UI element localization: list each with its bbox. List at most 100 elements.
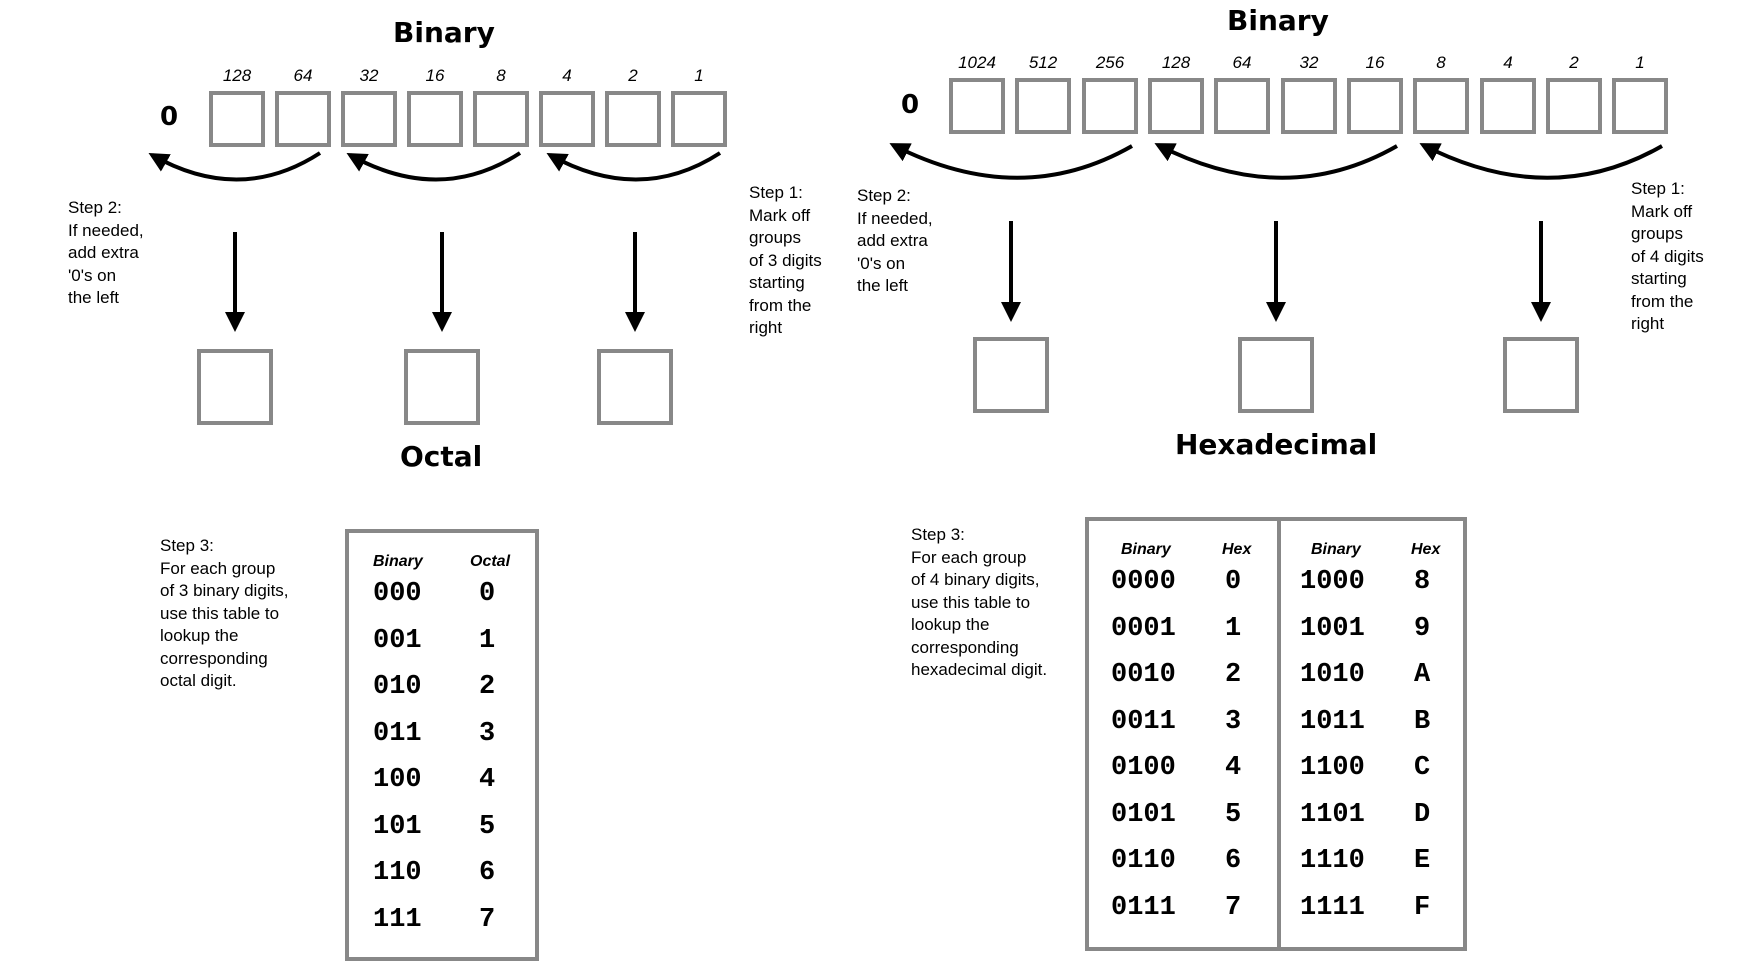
octal-table-binary-cell: 011 (373, 718, 422, 749)
octal-weight-label: 128 (222, 66, 252, 85)
hex-bit-box (1214, 78, 1270, 134)
octal-weight-label: 64 (293, 66, 313, 85)
hex-output-box (1238, 337, 1314, 413)
octal-step1-text: Step 1: Mark off groups of 3 digits star… (749, 183, 822, 337)
hex-weight-label: 16 (1365, 53, 1385, 72)
hex-table-hex-cell: C (1414, 753, 1431, 783)
hex-table-hex-cell: 8 (1414, 567, 1431, 597)
hex-weight-label: 8 (1436, 53, 1446, 72)
hex-table-divider (1277, 521, 1281, 947)
octal-bit-box (275, 91, 331, 147)
octal-weight-label: 4 (562, 66, 572, 85)
hex-table-binary-cell: 1010 (1300, 660, 1365, 690)
hex-table-hex-cell: F (1414, 892, 1431, 923)
hex-table-binary-cell: 0100 (1111, 753, 1176, 783)
hex-table-binary-cell: 1100 (1300, 753, 1365, 783)
hex-weight-label: 64 (1232, 53, 1252, 72)
hex-weight-label: 128 (1161, 53, 1191, 72)
hex-table-binary-cell: 1101 (1300, 799, 1365, 830)
hex-table-binary-cell: 1111 (1300, 892, 1365, 923)
octal-weight-label: 32 (359, 66, 379, 85)
octal-table-octal-cell: 4 (479, 765, 496, 795)
hex-weight-label: 1 (1635, 53, 1645, 72)
hex-table-hex-cell: 5 (1225, 799, 1242, 830)
hex-table-hex-cell: 3 (1225, 706, 1242, 737)
octal-table-octal-cell: 1 (479, 625, 496, 656)
octal-group-arrow (546, 151, 722, 182)
hex-table-hex-cell: 2 (1225, 660, 1242, 690)
hex-table-hex-cell: 0 (1225, 567, 1242, 597)
octal-bit-box (341, 91, 397, 147)
hex-binary-title: Binary (1227, 4, 1329, 37)
octal-leading-zero: 0 (160, 102, 179, 132)
octal-table-binary-cell: 010 (373, 672, 422, 702)
hex-bit-box (949, 78, 1005, 134)
octal-bit-box (209, 91, 265, 147)
hex-table-hex-cell: B (1414, 706, 1431, 737)
hex-bit-box (1281, 78, 1337, 134)
hex-bit-box (1612, 78, 1668, 134)
hex-bit-box (1347, 78, 1403, 134)
octal-bit-box (473, 91, 529, 147)
hex-table-binary-cell: 1110 (1300, 846, 1365, 876)
hex-step1-text: Step 1: Mark off groups of 4 digits star… (1631, 179, 1704, 333)
hex-table-hex-cell: 6 (1225, 846, 1242, 876)
hex-table-hex-cell: 7 (1225, 892, 1242, 923)
hex-table-binary-cell: 1001 (1300, 613, 1365, 644)
hex-bit-box (1015, 78, 1071, 134)
hex-weight-label: 512 (1028, 53, 1058, 72)
octal-table-header-binary: Binary (373, 553, 423, 570)
octal-bit-box (539, 91, 595, 147)
hex-table-binary-cell: 0111 (1111, 892, 1176, 923)
hex-table-header-hex: Hex (1222, 541, 1252, 558)
hex-bit-box (1082, 78, 1138, 134)
octal-table-octal-cell: 3 (479, 718, 496, 749)
hex-table-binary-cell: 0110 (1111, 846, 1176, 876)
octal-output-box (597, 349, 673, 425)
hex-table-binary-cell: 1011 (1300, 706, 1365, 737)
hex-group-arrow (1419, 143, 1663, 180)
octal-table-octal-cell: 2 (479, 672, 496, 702)
octal-weight-label: 16 (425, 66, 445, 85)
hex-bit-box (1148, 78, 1204, 134)
octal-weight-label: 2 (628, 66, 638, 85)
hex-weight-label: 2 (1569, 53, 1579, 72)
octal-output-box (404, 349, 480, 425)
hex-table-hex-cell: D (1414, 799, 1431, 830)
hex-table-hex-cell: E (1414, 846, 1431, 876)
hex-table-binary-cell: 0001 (1111, 613, 1176, 644)
hex-group-arrow (889, 143, 1133, 180)
hex-table-header-binary: Binary (1311, 541, 1361, 558)
hex-table-binary-cell: 0011 (1111, 706, 1176, 737)
octal-table-octal-cell: 7 (479, 904, 496, 935)
octal-step3-text: Step 3: For each group of 3 binary digit… (160, 536, 289, 690)
hex-table-binary-cell: 0101 (1111, 799, 1176, 830)
octal-weight-label: 1 (694, 66, 704, 85)
octal-weight-label: 8 (496, 66, 506, 85)
hex-weight-label: 256 (1095, 53, 1125, 72)
hex-output-box (1503, 337, 1579, 413)
hex-group-arrow (1154, 143, 1398, 180)
hex-table-hex-cell: 1 (1225, 613, 1242, 644)
hex-weight-label: 32 (1299, 53, 1319, 72)
octal-table-binary-cell: 001 (373, 625, 422, 656)
hex-table-hex-cell: 9 (1414, 613, 1431, 644)
hex-step2-text: Step 2: If needed, add extra '0's on the… (857, 186, 933, 295)
octal-table-octal-cell: 0 (479, 579, 496, 609)
octal-table-binary-cell: 000 (373, 579, 422, 609)
hex-table-binary-cell: 0010 (1111, 660, 1176, 690)
hex-weight-label: 1024 (958, 53, 996, 72)
hex-weight-label: 4 (1503, 53, 1513, 72)
octal-group-arrow (346, 151, 522, 182)
hex-table-binary-cell: 0000 (1111, 567, 1176, 597)
hex-bit-box (1413, 78, 1469, 134)
octal-output-title: Octal (400, 440, 483, 473)
octal-bit-box (671, 91, 727, 147)
hex-leading-zero: 0 (901, 90, 920, 120)
hex-table-binary-cell: 1000 (1300, 567, 1365, 597)
hex-bit-box (1480, 78, 1536, 134)
octal-table-binary-cell: 101 (373, 811, 422, 842)
